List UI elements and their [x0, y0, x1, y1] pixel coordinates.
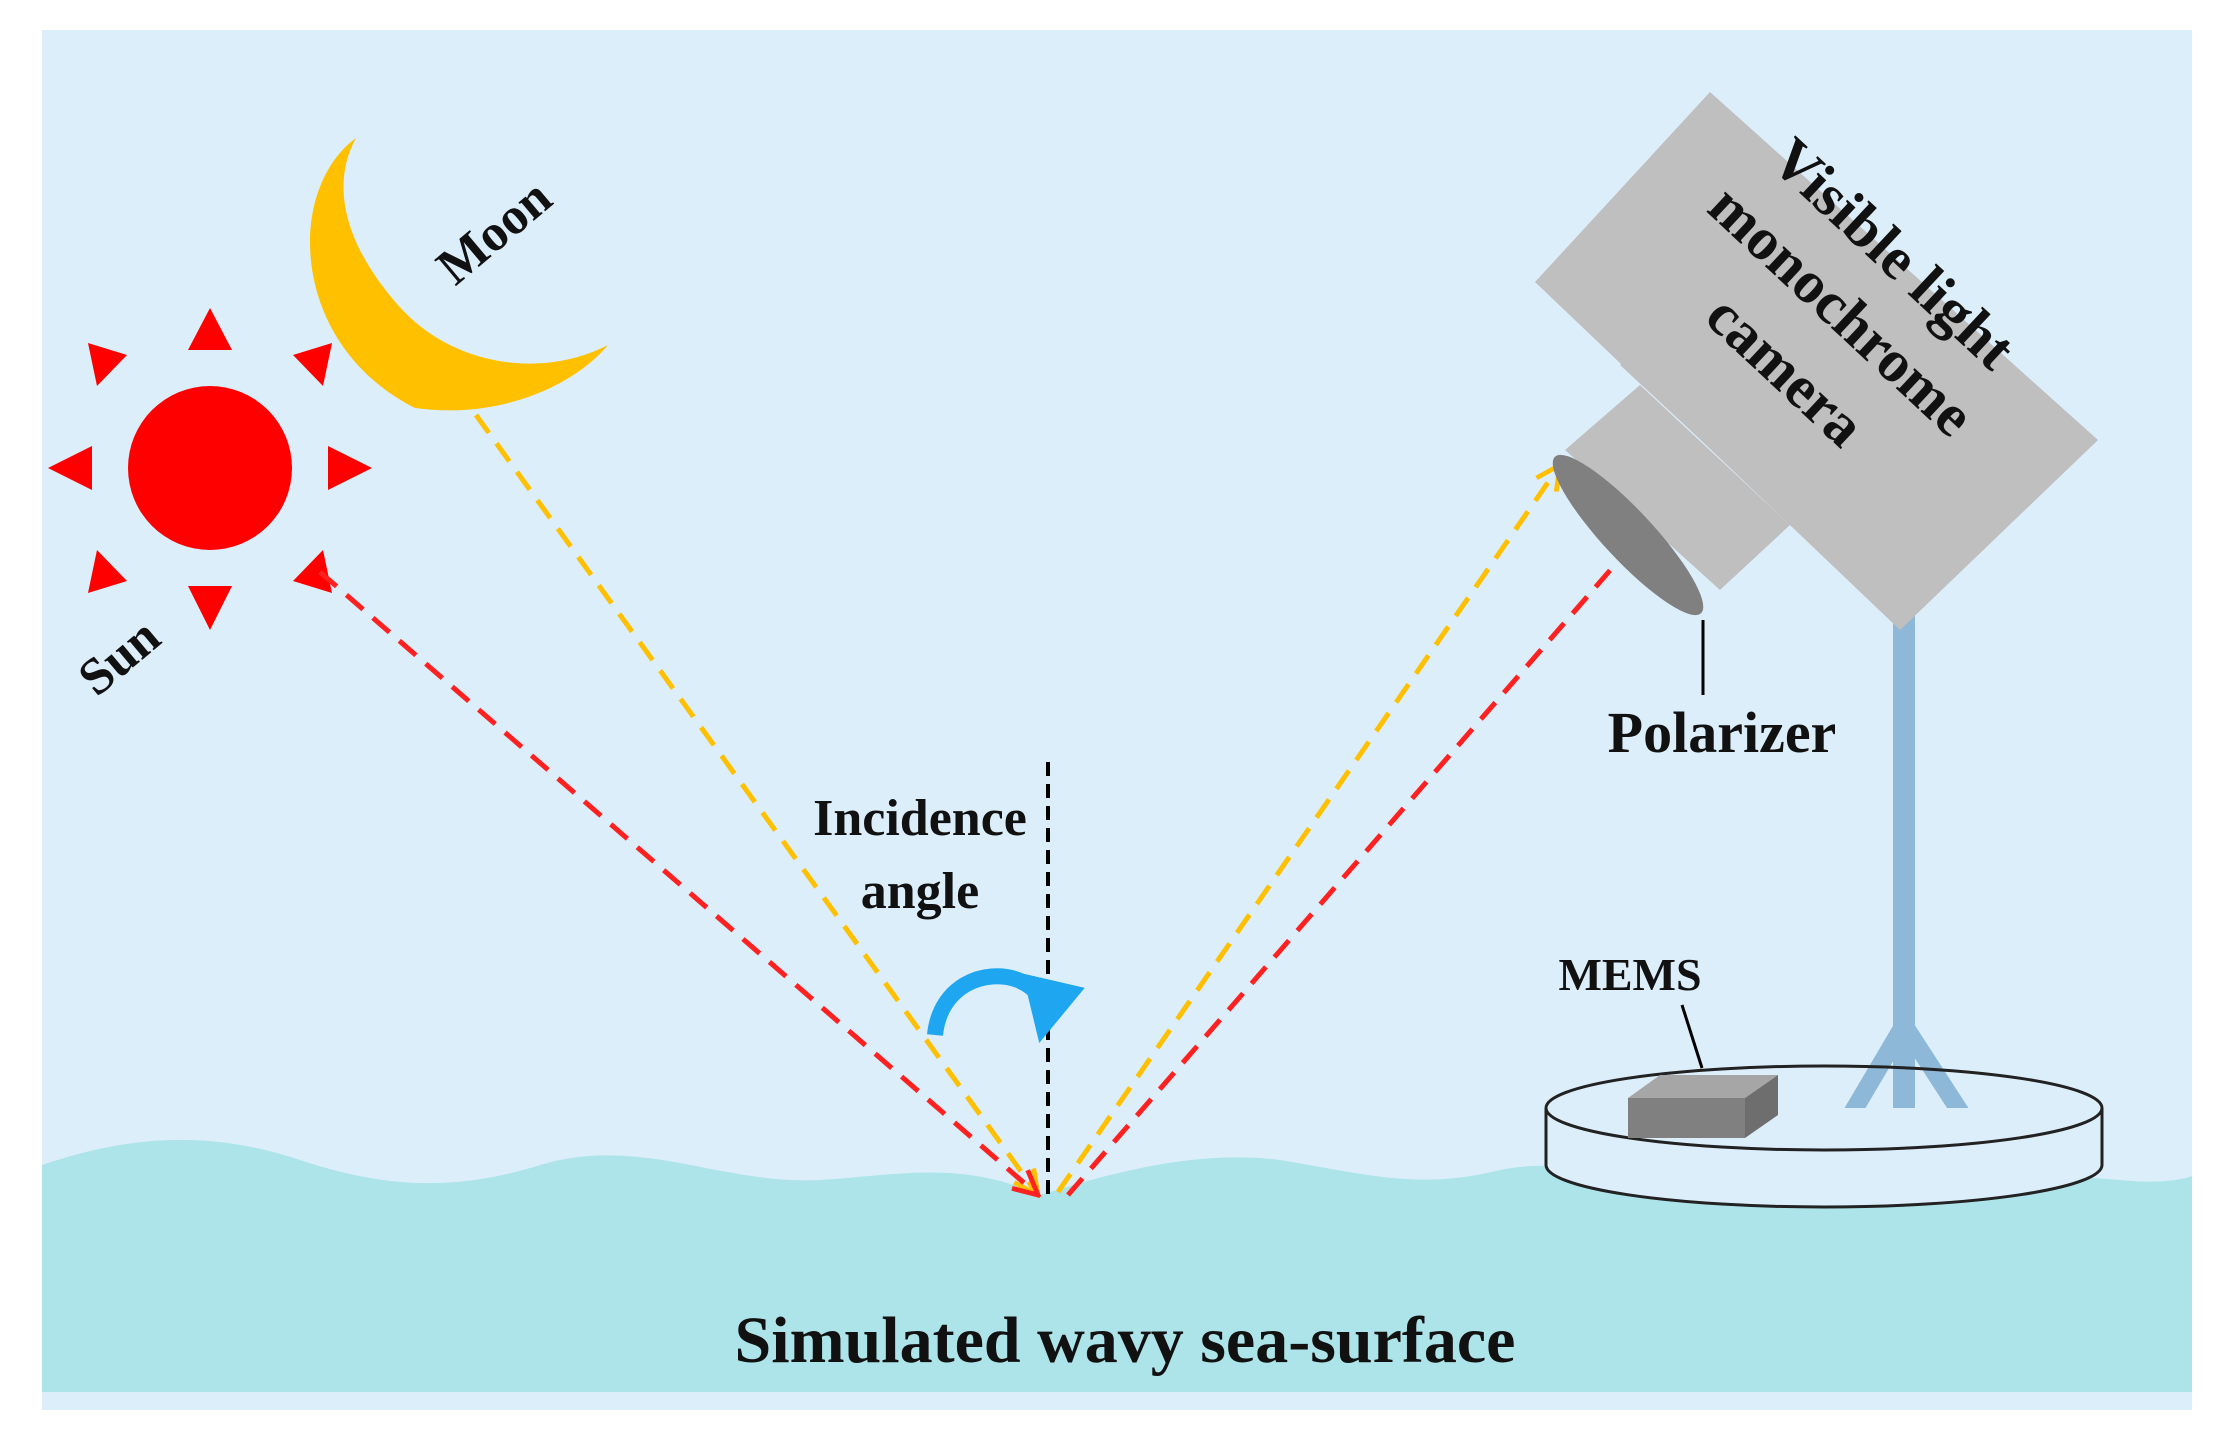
camera-join	[1620, 330, 1800, 495]
camera-body	[1535, 92, 2098, 630]
moon-reflected-ray	[1055, 465, 1560, 1194]
curved-arrow-icon	[927, 968, 1085, 1043]
incidence-angle-label-line2: angle	[861, 863, 979, 920]
polarizer	[1552, 454, 1705, 695]
incidence-angle-label-line1: Incidence	[813, 790, 1027, 847]
mems-label: MEMS	[1558, 949, 1701, 1000]
mems-sensor	[1628, 1004, 1778, 1138]
sea-surface-label: Simulated wavy sea-surface	[735, 1304, 1516, 1377]
sun-incident-ray	[318, 570, 1038, 1195]
moon-incident-ray	[473, 413, 1038, 1195]
polarizer-label: Polarizer	[1608, 700, 1837, 765]
sun-icon	[48, 308, 372, 630]
camera-mast	[1893, 612, 1915, 1142]
camera-icon	[1535, 92, 2098, 630]
sun-reflected-ray	[1066, 522, 1652, 1197]
crescent-moon-icon	[310, 138, 608, 411]
camera-lens-housing	[1565, 385, 1790, 590]
sea-surface	[42, 1139, 2192, 1392]
